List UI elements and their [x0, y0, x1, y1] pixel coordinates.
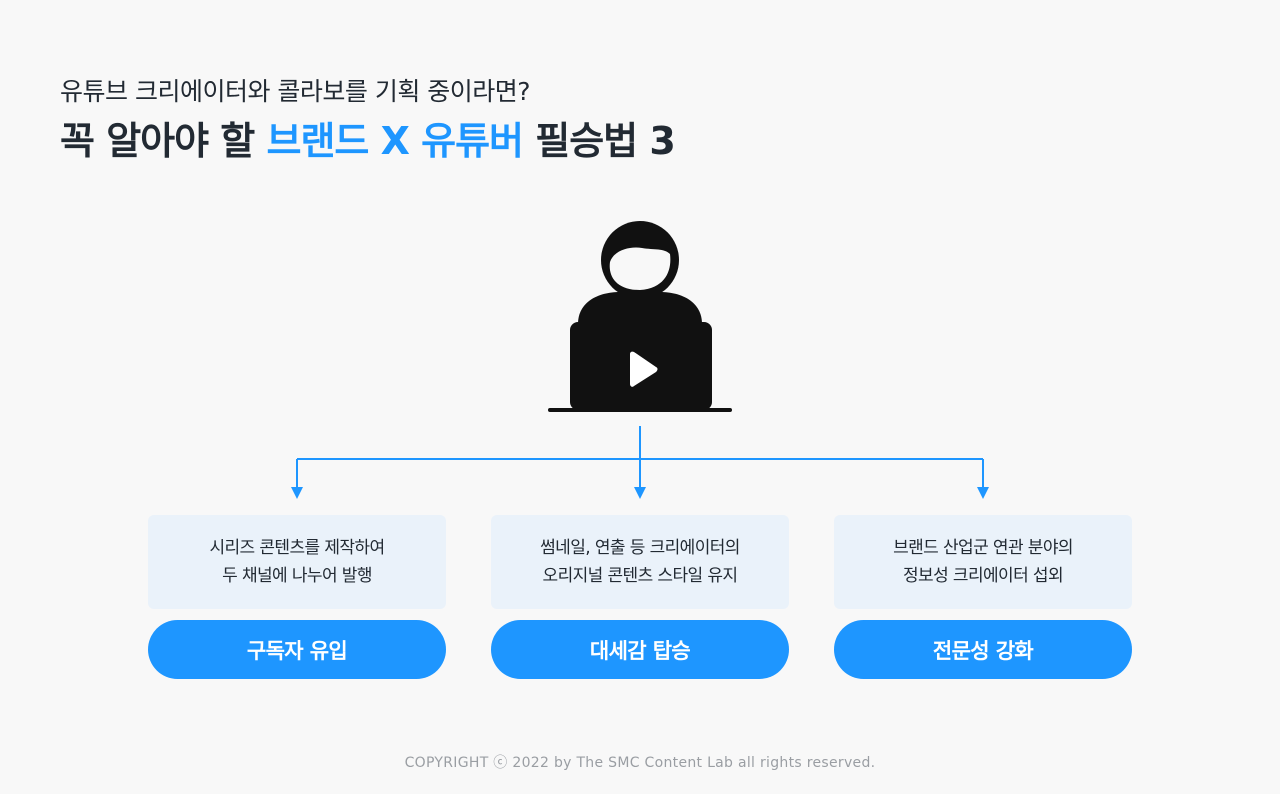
strategy-label-pill: 전문성 강화 [834, 620, 1132, 679]
head-icon [601, 221, 679, 299]
strategy-label-pill: 대세감 탑승 [491, 620, 789, 679]
title-accent: 브랜드 X 유튜버 [266, 119, 525, 163]
description-line: 시리즈 콘텐츠를 제작하여 [209, 538, 385, 558]
arrow-down-icon [977, 487, 989, 499]
title-prefix: 꼭 알아야 할 [60, 119, 267, 163]
description-line: 오리지널 콘텐츠 스타일 유지 [542, 566, 739, 586]
strategy-description-box: 시리즈 콘텐츠를 제작하여 두 채널에 나누어 발행 [148, 515, 446, 609]
strategy-label-pill: 구독자 유입 [148, 620, 446, 679]
shoulders-icon [578, 292, 702, 324]
description-line: 정보성 크리에이터 섭외 [902, 566, 1064, 586]
laptop-base-icon [548, 408, 732, 412]
description-line: 두 채널에 나누어 발행 [222, 566, 372, 586]
arrow-down-icon [634, 487, 646, 499]
play-icon [630, 351, 658, 387]
strategy-description-box: 썸네일, 연출 등 크리에이터의 오리지널 콘텐츠 스타일 유지 [491, 515, 789, 609]
creator-laptop-play-icon [548, 221, 732, 412]
page-title: 꼭 알아야 할 브랜드 X 유튜버 필승법 3 [60, 110, 676, 165]
subtitle: 유튜브 크리에이터와 콜라보를 기획 중이라면? [60, 77, 531, 106]
arrow-down-icon [291, 487, 303, 499]
description-line: 썸네일, 연출 등 크리에이터의 [540, 538, 740, 558]
description-line: 브랜드 산업군 연관 분야의 [893, 538, 1073, 558]
title-suffix: 필승법 3 [523, 119, 676, 163]
strategy-description-box: 브랜드 산업군 연관 분야의 정보성 크리에이터 섭외 [834, 515, 1132, 609]
copyright-footer: COPYRIGHT ⓒ 2022 by The SMC Content Lab … [404, 755, 876, 771]
